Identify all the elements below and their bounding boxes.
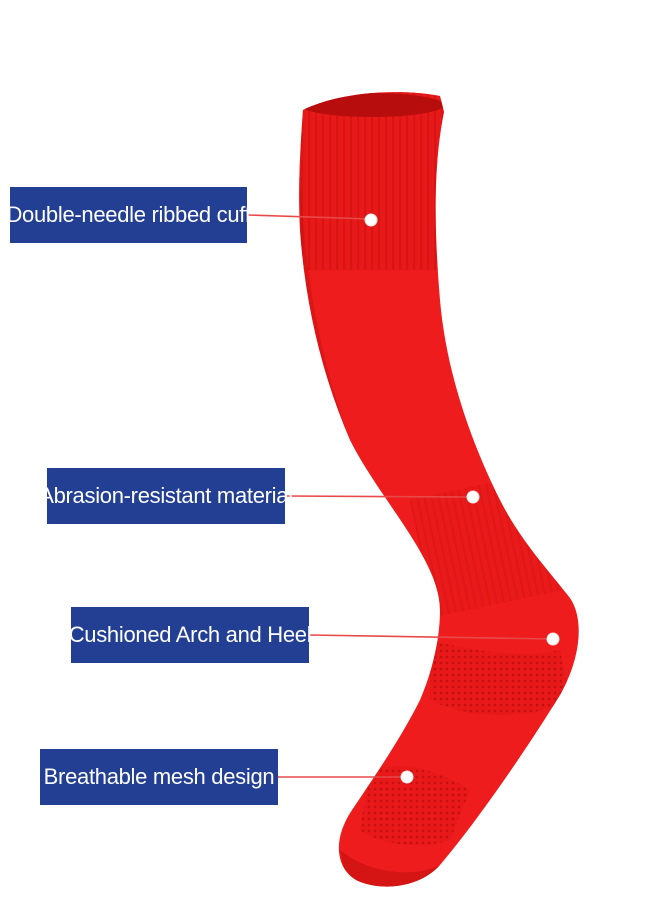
arch-mesh — [430, 640, 570, 715]
cuff-opening — [300, 93, 444, 117]
leader-line-cuff — [246, 214, 372, 220]
callout-abrasion-resistant: Abrasion-resistant material — [39, 468, 293, 524]
leader-line-heel — [308, 634, 554, 640]
leader-lines — [246, 214, 554, 778]
white-dot-marker-icon — [364, 213, 378, 227]
leader-line-material — [284, 495, 473, 498]
white-dot-marker-icon — [466, 490, 480, 504]
white-dot-marker-icon — [546, 632, 560, 646]
marker-dots — [364, 213, 560, 784]
callout-breathable-mesh: Breathable mesh design — [40, 749, 278, 805]
white-dot-marker-icon — [400, 770, 414, 784]
callout-ribbed-cuff: Double-needle ribbed cuff — [6, 187, 251, 243]
callout-cushioned-arch-heel: Cushioned Arch and Heel — [69, 607, 312, 663]
ribbed-cuff — [299, 92, 460, 270]
red-sock — [299, 92, 579, 887]
forefoot-mesh — [360, 766, 470, 846]
